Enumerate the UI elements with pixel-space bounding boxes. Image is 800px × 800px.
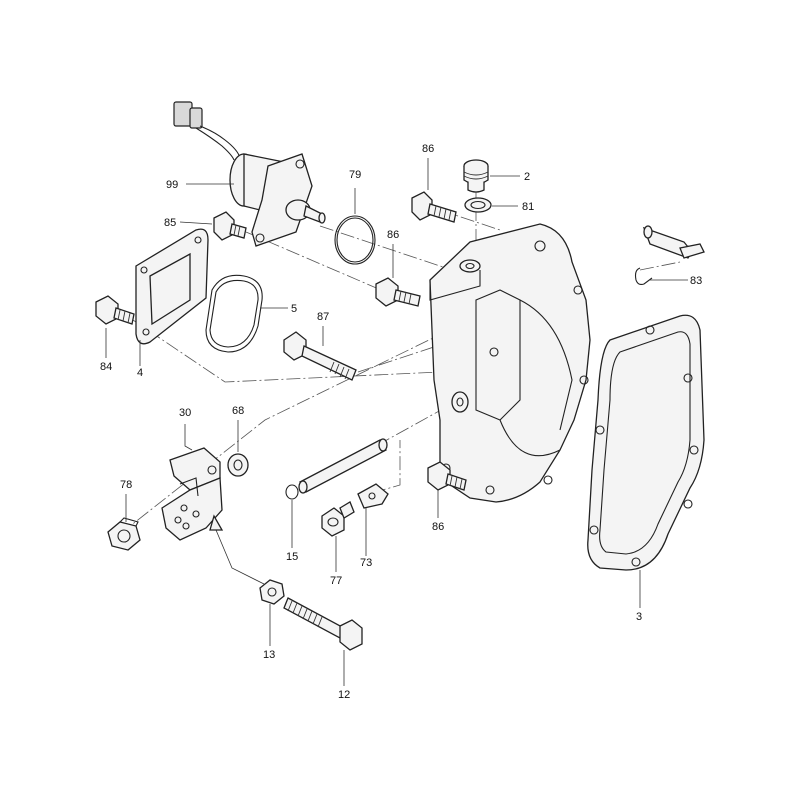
callout-15: 15 <box>286 551 298 563</box>
callout-labels: 99 79 86 2 81 85 86 83 5 87 84 4 30 68 7… <box>100 143 702 701</box>
shaft[interactable] <box>298 438 388 494</box>
callout-78: 78 <box>120 479 132 491</box>
callout-30: 30 <box>179 407 191 419</box>
pin-83[interactable] <box>634 225 705 286</box>
callout-77: 77 <box>330 575 342 587</box>
callout-99: 99 <box>166 179 178 191</box>
callout-87: 87 <box>317 311 329 323</box>
bolt-86-upper[interactable] <box>411 191 457 223</box>
callout-3: 3 <box>636 611 642 623</box>
bolt-86-middle[interactable] <box>375 277 421 307</box>
solenoid-99[interactable] <box>173 101 326 247</box>
callout-2: 2 <box>524 171 530 183</box>
callout-83: 83 <box>690 275 702 287</box>
nut-78[interactable] <box>107 517 141 551</box>
bolt-12[interactable] <box>283 597 363 651</box>
seal-5[interactable] <box>205 274 263 353</box>
gasket-3[interactable] <box>587 314 705 571</box>
callout-81: 81 <box>522 201 534 213</box>
gasket-4[interactable] <box>135 228 209 345</box>
callout-84: 84 <box>100 361 112 373</box>
plug-2[interactable] <box>463 159 489 193</box>
bolt-85[interactable] <box>213 211 247 241</box>
callout-85: 85 <box>164 217 176 229</box>
callout-68: 68 <box>232 405 244 417</box>
callout-13: 13 <box>263 649 275 661</box>
plate-73[interactable] <box>357 483 389 509</box>
callout-73: 73 <box>360 557 372 569</box>
leader-lines <box>105 158 688 686</box>
washer-81[interactable] <box>464 197 492 213</box>
housing[interactable] <box>429 223 591 503</box>
callout-5: 5 <box>291 303 297 315</box>
callout-79: 79 <box>349 169 361 181</box>
nut-13[interactable] <box>259 579 285 605</box>
direction-arrow <box>209 514 265 585</box>
callout-86-lower: 86 <box>432 521 444 533</box>
bracket-30[interactable] <box>161 447 223 541</box>
callout-86-upper: 86 <box>422 143 434 155</box>
bolt-84[interactable] <box>95 295 135 325</box>
o-ring-15[interactable] <box>285 484 299 500</box>
callout-4: 4 <box>137 367 143 379</box>
callout-86-middle: 86 <box>387 229 399 241</box>
o-ring-79[interactable] <box>334 215 376 265</box>
callout-12: 12 <box>338 689 350 701</box>
bolt-87[interactable] <box>283 331 357 381</box>
bolt-86-lower[interactable] <box>427 461 467 491</box>
washer-68[interactable] <box>227 453 249 477</box>
bolt-77[interactable] <box>321 501 355 537</box>
